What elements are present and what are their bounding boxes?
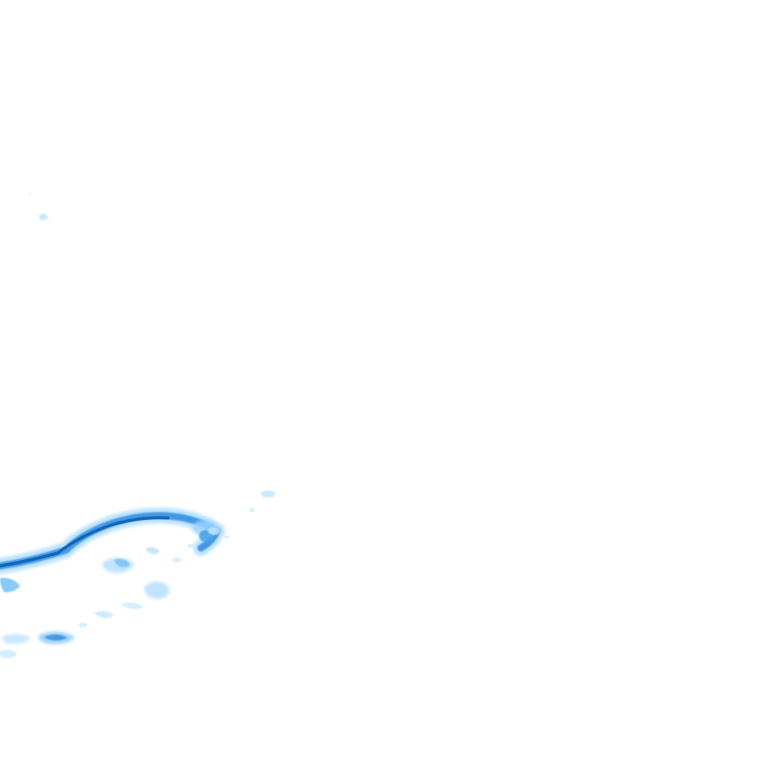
fragment (0, 577, 20, 593)
fragment (44, 634, 67, 641)
fragment (121, 602, 143, 610)
speck (38, 213, 49, 221)
fragment (2, 634, 31, 644)
speck (28, 192, 32, 196)
dot (485, 653, 487, 655)
fragment (187, 544, 195, 548)
cluster-blob (208, 527, 220, 535)
distant-dots (485, 648, 538, 655)
right-specks (224, 490, 275, 539)
speck (261, 490, 275, 498)
fragment (79, 622, 87, 628)
arc-end-cluster (192, 520, 220, 542)
fragment (114, 558, 130, 568)
speck (224, 535, 230, 539)
fragment (145, 547, 160, 555)
dot (536, 648, 538, 650)
upper-left-specks (28, 192, 49, 221)
fragment (144, 581, 170, 599)
fragment (94, 611, 114, 619)
speck (249, 508, 255, 512)
arc-deep-line (0, 516, 170, 568)
fragment (0, 649, 17, 659)
lower-fragments (0, 544, 195, 659)
fragment (172, 557, 182, 563)
main-blue-arc (0, 507, 225, 574)
